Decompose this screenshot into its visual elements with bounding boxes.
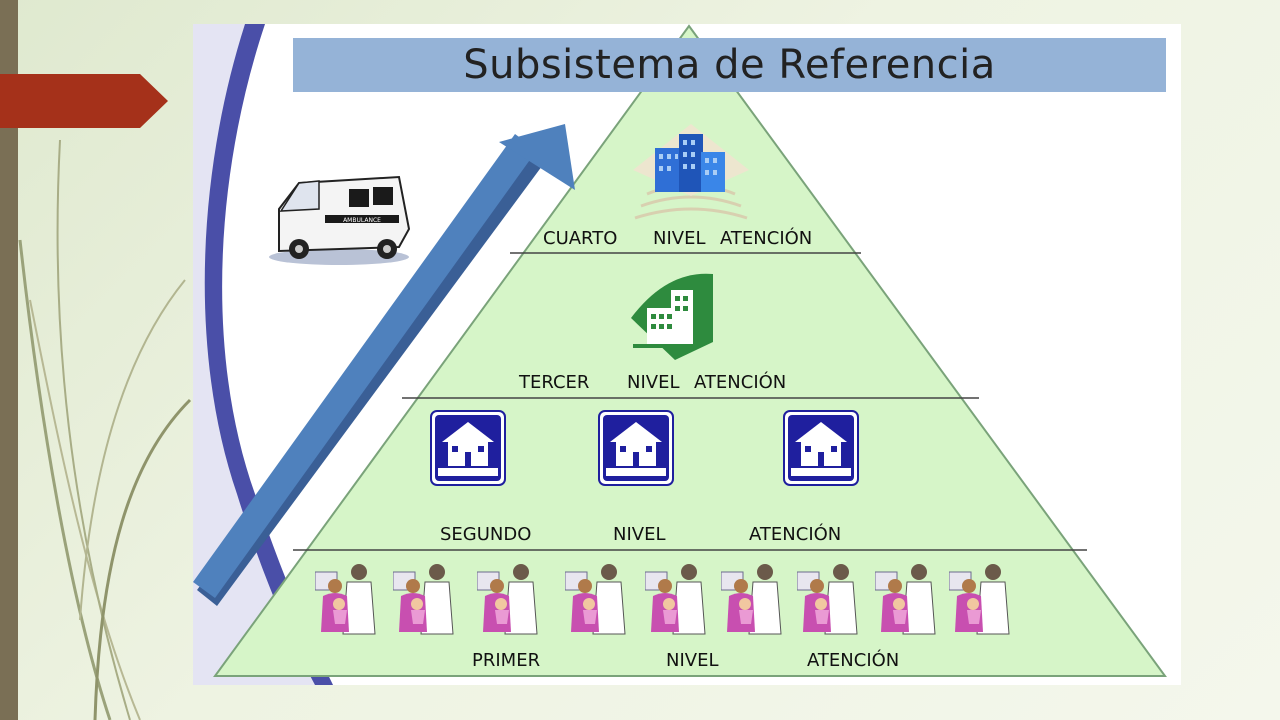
ambulance-lettering: AMBULANCE	[343, 217, 381, 224]
house-icon	[430, 410, 506, 486]
ambulance-icon: AMBULANCE	[269, 175, 411, 265]
house-icon	[783, 410, 859, 486]
red-arrow-tab	[0, 74, 168, 128]
level1-word-3: ATENCIÓN	[807, 650, 900, 671]
doctor-with-patient-icon	[796, 562, 859, 636]
doctor-with-patient-icon	[314, 562, 377, 636]
level3-word-1: TERCER	[519, 372, 590, 393]
hospital-icon	[631, 273, 713, 360]
doctor-with-patient-icon	[948, 562, 1011, 636]
diagram-slide: Subsistema de Referencia PRE HOSPITALARI…	[193, 24, 1181, 685]
office-building-icon	[633, 124, 749, 220]
diagram-title: Subsistema de Referencia	[463, 42, 996, 88]
level2-word-1: SEGUNDO	[440, 524, 532, 545]
level2-word-3: ATENCIÓN	[749, 524, 842, 545]
doctor-with-patient-icon	[564, 562, 627, 636]
doctor-with-patient-icon	[720, 562, 783, 636]
level4-word-2: NIVEL	[653, 228, 706, 249]
doctor-with-patient-icon	[644, 562, 707, 636]
pre-hospital-arrow	[193, 124, 575, 606]
doctor-with-patient-icon	[476, 562, 539, 636]
level1-word-1: PRIMER	[472, 650, 541, 671]
level2-word-2: NIVEL	[613, 524, 666, 545]
doctor-with-patient-icon	[874, 562, 937, 636]
level1-word-2: NIVEL	[666, 650, 719, 671]
title-band: Subsistema de Referencia	[293, 38, 1166, 92]
level4-word-1: CUARTO	[543, 228, 618, 249]
level3-word-2: NIVEL	[627, 372, 680, 393]
level3-word-3: ATENCIÓN	[694, 372, 787, 393]
left-accent-bar	[0, 0, 18, 720]
level4-word-3: ATENCIÓN	[720, 228, 813, 249]
house-icon	[598, 410, 674, 486]
doctor-with-patient-icon	[392, 562, 455, 636]
decorative-grass-lines	[18, 139, 192, 720]
